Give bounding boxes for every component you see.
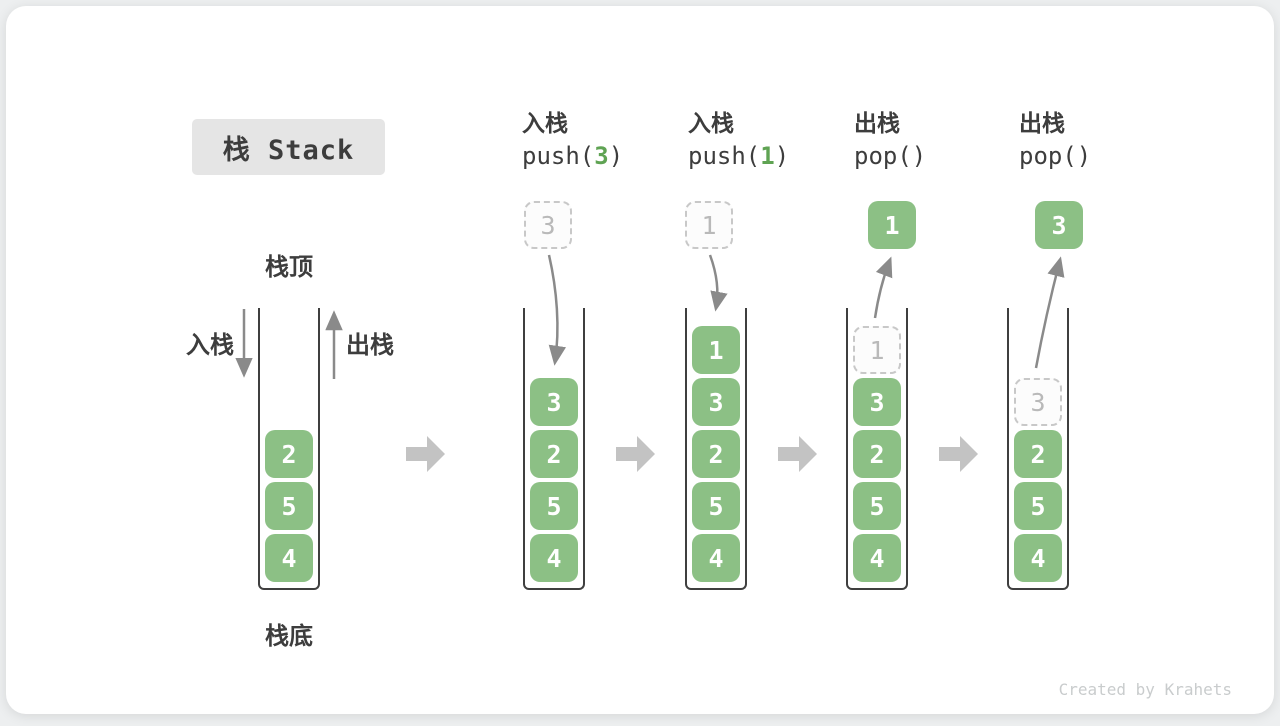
step-arrow-icon (406, 436, 445, 472)
operation-label-push-3: 入栈 push(3) (522, 109, 672, 173)
operation-word: 入栈 (688, 111, 734, 137)
code-after: ) (608, 142, 624, 170)
step-arrow-icon (778, 436, 817, 472)
push-side-label: 入栈 (186, 331, 234, 359)
stack-cell: 5 (692, 482, 740, 530)
stack-cell: 3 (530, 378, 578, 426)
watermark: Created by Krahets (1058, 680, 1232, 699)
stack-cell: 4 (265, 534, 313, 582)
stack-cell: 5 (853, 482, 901, 530)
stack-cell: 2 (530, 430, 578, 478)
operation-label-pop-3: 出栈 pop() (1019, 109, 1169, 173)
stack-cell-ghost: 1 (853, 326, 901, 374)
stack-cell: 5 (265, 482, 313, 530)
stack-state-after-pop-1: 1 3 2 5 4 (846, 308, 908, 590)
code-after: ) (1076, 142, 1092, 170)
stack-bottom-label: 栈底 (265, 622, 313, 650)
operation-label-push-1: 入栈 push(1) (688, 109, 838, 173)
floating-cell-ghost-1: 1 (685, 201, 733, 249)
stack-state-after-push-1: 1 3 2 5 4 (685, 308, 747, 590)
diagram-title: 栈 Stack (222, 134, 355, 166)
floating-cell-popped-1: 1 (868, 201, 916, 249)
stack-cell: 2 (692, 430, 740, 478)
stack-cell: 3 (853, 378, 901, 426)
stack-cell: 5 (1014, 482, 1062, 530)
push-1-flow-arrow-icon (708, 254, 728, 312)
operation-word: 出栈 (854, 111, 900, 137)
stack-cell: 4 (530, 534, 578, 582)
operation-code: pop() (1019, 139, 1169, 173)
stack-cell: 4 (853, 534, 901, 582)
stack-state-after-push-3: 3 2 5 4 (523, 308, 585, 590)
operation-code: pop() (854, 139, 1004, 173)
stack-state-initial: 2 5 4 (258, 308, 320, 590)
stack-cell: 2 (1014, 430, 1062, 478)
stack-cell: 1 (692, 326, 740, 374)
stack-top-label: 栈顶 (265, 253, 313, 281)
code-arg: 3 (594, 142, 609, 170)
code-before: push( (522, 142, 595, 170)
stack-cell: 2 (265, 430, 313, 478)
operation-label-pop-1: 出栈 pop() (854, 109, 1004, 173)
floating-cell-ghost-3: 3 (524, 201, 572, 249)
code-after: ) (774, 142, 790, 170)
step-arrow-icon (616, 436, 655, 472)
diagram-card: 栈 Stack 入栈 push(3) 入栈 push(1) 出栈 pop() 出… (6, 6, 1274, 714)
stack-cell-ghost: 3 (1014, 378, 1062, 426)
stack-cell: 4 (692, 534, 740, 582)
stack-cell: 5 (530, 482, 578, 530)
code-before: push( (688, 142, 761, 170)
operation-code: push(1) (688, 139, 838, 173)
stack-cell: 2 (853, 430, 901, 478)
code-before: pop( (1019, 142, 1077, 170)
diagram-canvas: 栈 Stack 入栈 push(3) 入栈 push(1) 出栈 pop() 出… (6, 6, 1274, 714)
stack-state-after-pop-3: 3 2 5 4 (1007, 308, 1069, 590)
floating-cell-popped-3: 3 (1035, 201, 1083, 249)
code-arg: 1 (760, 142, 775, 170)
operation-word: 出栈 (1019, 111, 1065, 137)
step-arrow-icon (939, 436, 978, 472)
operation-code: push(3) (522, 139, 672, 173)
stack-cell: 3 (692, 378, 740, 426)
pop-side-label: 出栈 (346, 331, 394, 359)
diagram-title-box: 栈 Stack (192, 119, 385, 175)
code-before: pop( (854, 142, 912, 170)
stack-cell: 4 (1014, 534, 1062, 582)
code-after: ) (911, 142, 927, 170)
operation-word: 入栈 (522, 111, 568, 137)
